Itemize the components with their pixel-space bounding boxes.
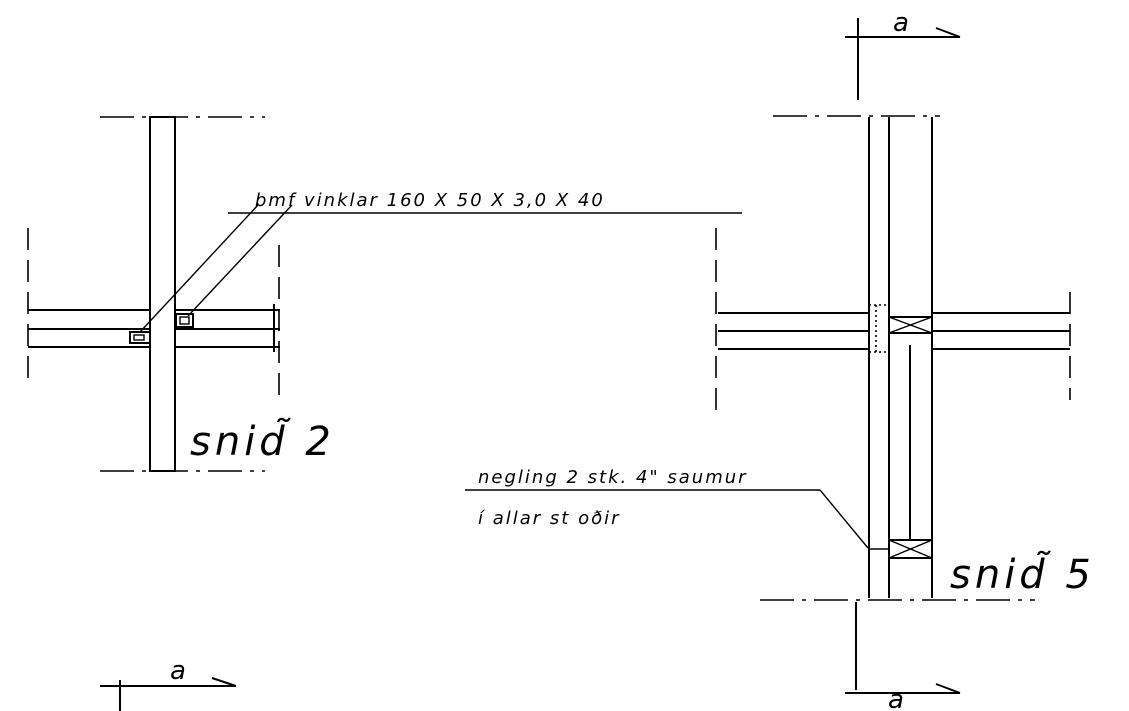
vertical-stud (149, 116, 176, 472)
bracket-annotation: bmf vinklar 160 X 50 X 3,0 X 40 (228, 190, 742, 214)
section-marker-label: a (170, 656, 186, 686)
section-marker-label: a (893, 8, 909, 38)
section-marker-top-right: a (845, 8, 961, 100)
marker-arrow-head (935, 683, 961, 694)
section-marker-bottom-left: a (100, 656, 237, 711)
section-5-view: snid̃ 5 (715, 115, 1095, 601)
bracket-spec-label: bmf vinklar 160 X 50 X 3,0 X 40 (255, 190, 605, 211)
angle-bracket-left (129, 331, 151, 344)
section-marker-label: a (888, 685, 904, 711)
section-title-5: snid̃ 5 (950, 550, 1095, 598)
section-marker-bottom-right: a (845, 602, 961, 711)
leader-line (187, 204, 293, 317)
blocking-cross-top (888, 316, 933, 334)
nailing-annotation: negling 2 stk. 4" saumur í allar st oðir (465, 467, 869, 549)
nailing-label-line2: í allar st oðir (478, 508, 621, 529)
marker-arrow-head (211, 677, 237, 687)
leader-line (819, 489, 869, 549)
blocking-cross-bottom (888, 539, 933, 559)
nailing-label-line1: negling 2 stk. 4" saumur (478, 467, 748, 488)
angle-bracket-right (175, 313, 194, 328)
section-title-2: snid̃ 2 (190, 417, 335, 465)
section-2-view: snid̃ 2 (27, 116, 335, 472)
leader-line (139, 204, 259, 333)
marker-arrow-head (935, 27, 961, 38)
